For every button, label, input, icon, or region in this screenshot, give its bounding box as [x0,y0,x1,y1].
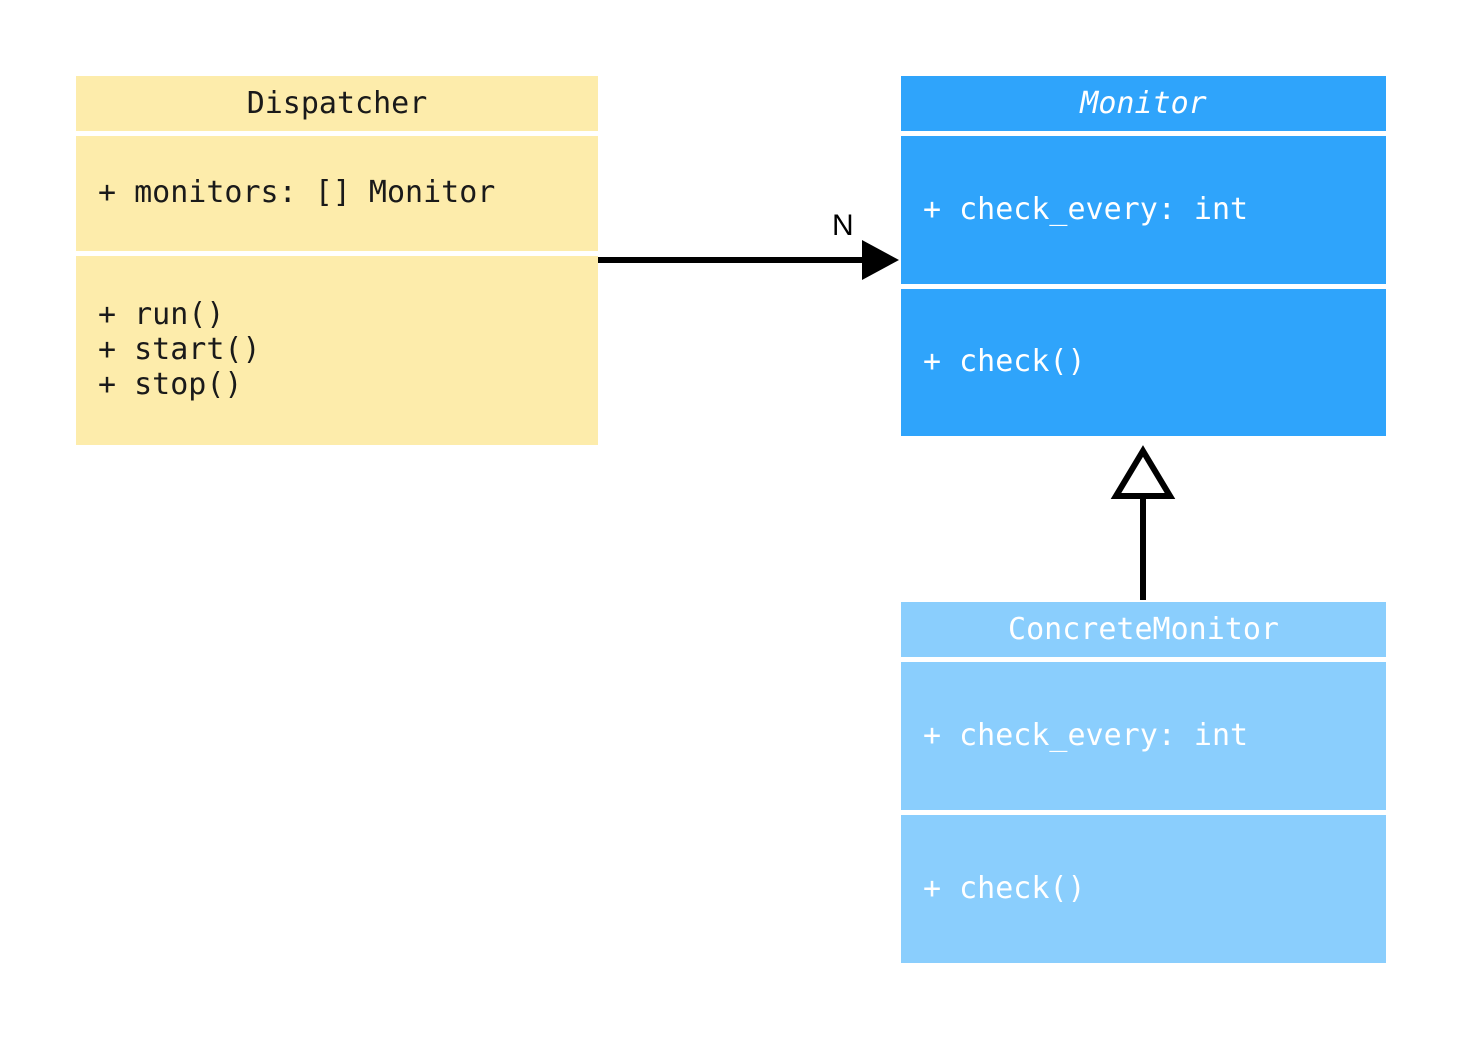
association-dispatcher-monitor [598,240,899,280]
method-row: + check() [923,344,1086,380]
edge-label-multiplicity: N [832,209,854,242]
inheritance-concrete-monitor-to-monitor [1110,445,1176,600]
attribute-row: + check_every: int [923,191,1249,227]
attribute-row: + check_every: int [923,717,1249,753]
class-methods-monitor: + check() [901,289,1386,436]
method-row: + run() [98,297,225,333]
method-row: + check() [923,870,1086,906]
filled-arrowhead-icon [862,240,899,280]
class-attributes-dispatcher: + monitors: [] Monitor [76,136,598,251]
class-title-dispatcher: Dispatcher [76,76,598,131]
method-row: + start() [98,332,261,368]
class-attributes-concrete-monitor: + check_every: int [901,662,1386,810]
class-methods-dispatcher: + run() + start() + stop() [76,256,598,445]
method-row: + stop() [98,366,243,402]
class-box-dispatcher[interactable]: Dispatcher + monitors: [] Monitor + run(… [76,76,598,445]
class-title-monitor: Monitor [901,76,1386,131]
attribute-row: + monitors: [] Monitor [98,175,496,211]
class-methods-concrete-monitor: + check() [901,815,1386,963]
class-attributes-monitor: + check_every: int [901,136,1386,284]
class-box-monitor[interactable]: Monitor + check_every: int + check() [901,76,1386,441]
hollow-triangle-icon [1110,445,1176,499]
class-title-concrete-monitor: ConcreteMonitor [901,602,1386,657]
class-box-concrete-monitor[interactable]: ConcreteMonitor + check_every: int + che… [901,602,1386,968]
